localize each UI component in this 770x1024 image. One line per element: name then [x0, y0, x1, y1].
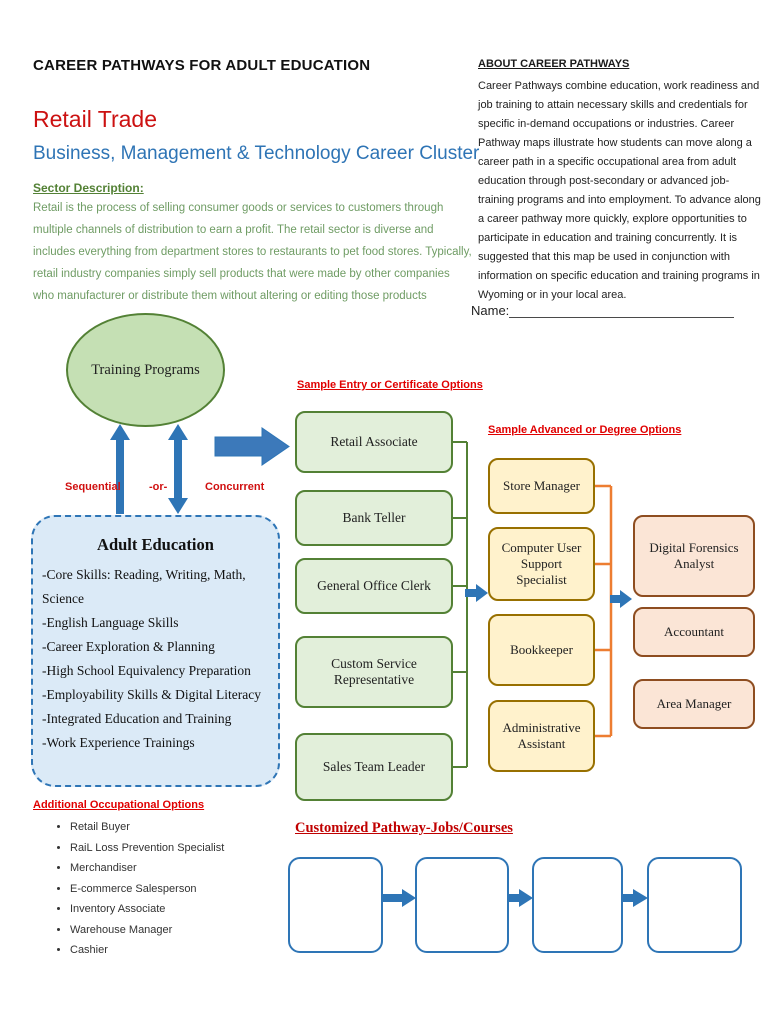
- concurrent-label: Concurrent: [205, 481, 265, 493]
- outcome-box-digital-forensics-analyst: Digital Forensics Analyst: [633, 515, 755, 597]
- outcome-box-area-manager: Area Manager: [633, 679, 755, 729]
- cluster-title: Business, Management & Technology Career…: [33, 143, 480, 164]
- entry-box-general-office-clerk: General Office Clerk: [295, 558, 453, 614]
- advanced-box-bookkeeper: Bookkeeper: [488, 614, 595, 686]
- customized-pathway-box-2[interactable]: [415, 857, 509, 953]
- additional-option-item: Cashier: [70, 940, 224, 961]
- pathway-arrow-2-icon: [508, 889, 533, 907]
- additional-option-item: Merchandiser: [70, 858, 224, 879]
- or-label: -or-: [149, 481, 168, 493]
- additional-options-heading: Additional Occupational Options: [33, 799, 205, 811]
- adult-education-item: -English Language Skills: [42, 615, 179, 630]
- about-body: Career Pathways combine education, work …: [478, 80, 761, 301]
- additional-option-item: E-commerce Salesperson: [70, 879, 224, 900]
- additional-options-list: Retail Buyer RaiL Loss Prevention Specia…: [50, 817, 224, 961]
- advanced-options-connector: [595, 484, 613, 738]
- sequential-label: Sequential: [65, 481, 121, 493]
- concurrent-double-arrow-icon: [168, 424, 188, 514]
- adult-education-item: -Integrated Education and Training: [42, 711, 232, 726]
- name-label: Name:: [471, 303, 510, 318]
- adult-education-title: Adult Education: [97, 535, 214, 554]
- advanced-box-store-manager: Store Manager: [488, 458, 595, 514]
- entry-box-custom-service-representative: Custom Service Representative: [295, 636, 453, 708]
- adult-education-item: -Work Experience Trainings: [42, 735, 195, 750]
- entry-options-connector: [453, 441, 468, 768]
- additional-option-item: Inventory Associate: [70, 899, 224, 920]
- entry-options-heading: Sample Entry or Certificate Options: [297, 379, 483, 391]
- advanced-box-administrative-assistant: Administrative Assistant: [488, 700, 595, 772]
- outcome-box-accountant: Accountant: [633, 607, 755, 657]
- sequential-up-arrow-icon: [110, 424, 130, 514]
- adult-education-item: -Career Exploration & Planning: [42, 639, 215, 654]
- page-title: CAREER PATHWAYS FOR ADULT EDUCATION: [33, 57, 371, 74]
- adult-education-item: -High School Equivalency Preparation: [42, 663, 251, 678]
- flow-right-arrow-icon: [214, 427, 290, 466]
- customized-pathway-box-1[interactable]: [288, 857, 383, 953]
- training-programs-ellipse: Training Programs: [66, 313, 225, 427]
- adult-education-item: -Core Skills: Reading, Writing, Math, Sc…: [42, 567, 246, 606]
- additional-option-item: Warehouse Manager: [70, 920, 224, 941]
- advanced-to-outcome-arrow-icon: [610, 590, 632, 608]
- entry-box-bank-teller: Bank Teller: [295, 490, 453, 546]
- additional-option-item: RaiL Loss Prevention Specialist: [70, 838, 224, 859]
- pathway-arrow-1-icon: [383, 889, 416, 907]
- training-programs-label: Training Programs: [91, 361, 200, 378]
- customized-pathway-box-3[interactable]: [532, 857, 623, 953]
- about-heading: ABOUT CAREER PATHWAYS: [478, 58, 630, 70]
- customized-pathway-box-4[interactable]: [647, 857, 742, 953]
- advanced-options-heading: Sample Advanced or Degree Options: [488, 424, 682, 436]
- sector-title: Retail Trade: [33, 106, 158, 132]
- adult-education-box: Adult Education -Core Skills: Reading, W…: [31, 515, 280, 787]
- entry-box-retail-associate: Retail Associate: [295, 411, 453, 473]
- name-blank-line[interactable]: [509, 303, 735, 318]
- pathway-arrow-3-icon: [622, 889, 648, 907]
- advanced-box-computer-user-support-specialist: Computer User Support Specialist: [488, 527, 595, 601]
- customized-pathway-heading: Customized Pathway-Jobs/Courses: [295, 820, 513, 836]
- sector-description-heading: Sector Description:: [33, 181, 144, 195]
- entry-box-sales-team-leader: Sales Team Leader: [295, 733, 453, 801]
- entry-to-advanced-arrow-icon: [465, 584, 488, 602]
- sector-description-body: Retail is the process of selling consume…: [33, 202, 472, 302]
- name-row: Name:: [471, 303, 735, 318]
- additional-option-item: Retail Buyer: [70, 817, 224, 838]
- adult-education-item: -Employability Skills & Digital Literacy: [42, 687, 261, 702]
